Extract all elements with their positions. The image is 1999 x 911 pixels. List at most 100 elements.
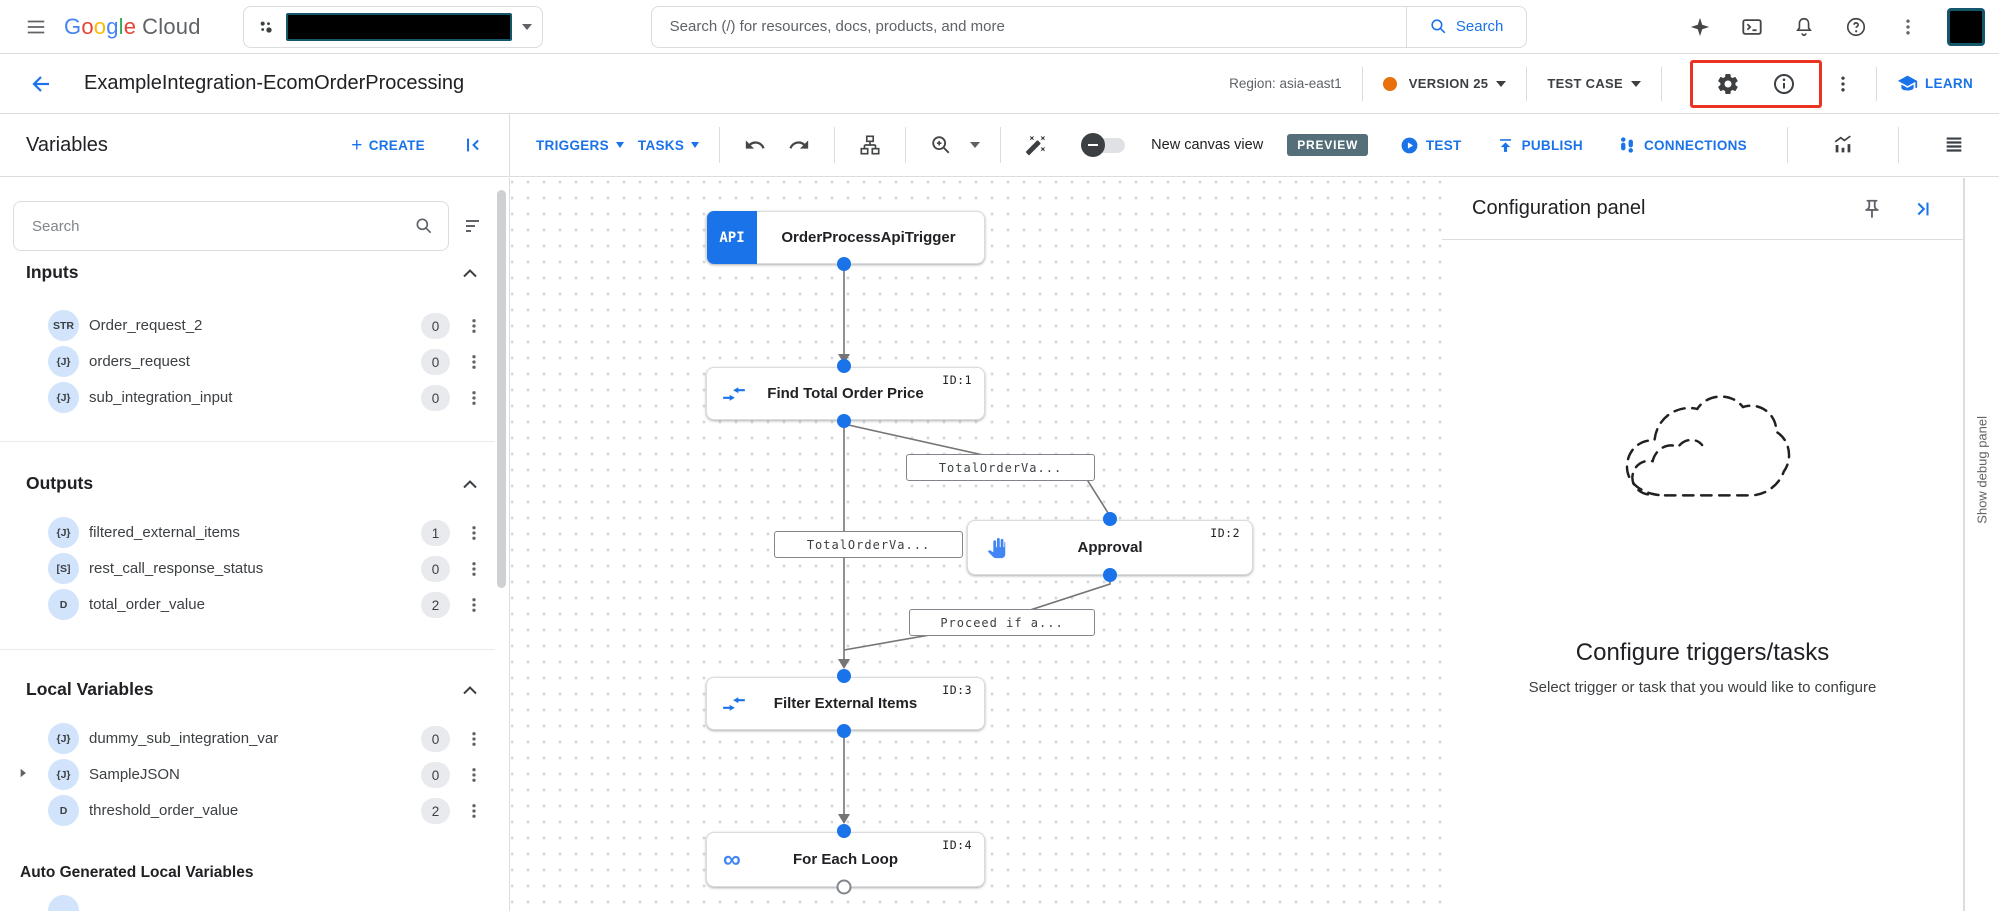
type-badge: {J}	[48, 382, 79, 413]
triggers-dropdown[interactable]: TRIGGERS	[536, 138, 624, 153]
node-id-label: ID:2	[1210, 526, 1240, 540]
type-badge: {J}	[48, 723, 79, 754]
chevron-down-icon[interactable]	[970, 142, 981, 148]
info-button[interactable]	[1771, 71, 1797, 97]
test-button[interactable]: TEST	[1400, 136, 1462, 155]
variable-row[interactable]: D threshold_order_value 2	[0, 793, 509, 829]
section-title-local-variables: Local Variables	[26, 679, 154, 699]
tasks-dropdown[interactable]: TASKS	[638, 138, 700, 153]
kebab-icon[interactable]	[461, 349, 487, 375]
zoom-in-icon	[930, 134, 952, 156]
project-grid-icon	[256, 17, 276, 37]
variables-search-input[interactable]	[32, 217, 414, 235]
settings-button[interactable]	[1715, 71, 1741, 97]
edge-label[interactable]: TotalOrderVa...	[906, 454, 1095, 481]
undo-button[interactable]	[740, 130, 770, 160]
node-filter-external-items[interactable]: ID:3 Filter External Items	[706, 677, 985, 730]
pin-panel-button[interactable]	[1859, 196, 1885, 222]
create-variable-button[interactable]: + CREATE	[351, 136, 425, 155]
menu-button[interactable]	[16, 7, 56, 47]
chevron-up-icon[interactable]	[458, 473, 482, 497]
type-badge: D	[48, 795, 79, 826]
connections-button[interactable]: CONNECTIONS	[1617, 135, 1747, 155]
kebab-icon[interactable]	[461, 592, 487, 618]
avatar[interactable]	[1947, 7, 1985, 46]
learn-button[interactable]: LEARN	[1897, 73, 1973, 94]
global-search-input[interactable]	[651, 18, 1406, 35]
variable-row[interactable]: D total_order_value 2	[0, 587, 509, 623]
execution-log-button[interactable]	[1939, 130, 1969, 160]
type-badge: {J}	[48, 517, 79, 548]
kebab-icon	[1833, 74, 1853, 94]
version-dropdown[interactable]: VERSION 25	[1409, 76, 1507, 91]
debug-panel-strip[interactable]: Show debug panel	[1964, 178, 1999, 911]
search-button-label: Search	[1455, 18, 1504, 35]
zoom-button[interactable]	[926, 130, 956, 160]
test-case-dropdown[interactable]: TEST CASE	[1547, 76, 1641, 91]
kebab-icon[interactable]	[461, 385, 487, 411]
integration-canvas[interactable]: TotalOrderVa... TotalOrderVa... Proceed …	[511, 178, 1442, 911]
kebab-icon[interactable]	[461, 520, 487, 546]
toggle-knob-minus-icon	[1081, 133, 1106, 157]
type-badge: STR	[48, 310, 79, 341]
terminal-icon	[1741, 16, 1763, 38]
edge-label[interactable]: TotalOrderVa...	[774, 531, 963, 558]
node-order-process-api-trigger[interactable]: API OrderProcessApiTrigger	[706, 211, 985, 264]
search-icon	[414, 216, 434, 236]
connector-dot	[837, 824, 851, 838]
region-label: Region: asia-east1	[1229, 76, 1342, 91]
variable-row[interactable]: {J} dummy_sub_integration_var 0	[0, 721, 509, 757]
new-canvas-toggle[interactable]	[1081, 132, 1127, 158]
section-title-outputs: Outputs	[26, 473, 94, 493]
kebab-icon[interactable]	[461, 313, 487, 339]
variable-row[interactable]: {J} sub_integration_input 0	[0, 380, 509, 416]
kebab-icon[interactable]	[461, 726, 487, 752]
help-button[interactable]	[1843, 14, 1869, 40]
sidebar-scrollbar[interactable]	[497, 190, 506, 588]
variable-row[interactable]: {J} SampleJSON 0	[0, 757, 509, 793]
node-approval[interactable]: ID:2 Approval	[967, 520, 1253, 575]
collapse-panel-button[interactable]	[463, 134, 485, 156]
empty-state-title: Configure triggers/tasks	[1575, 639, 1830, 666]
chevron-up-icon[interactable]	[458, 262, 482, 286]
project-selector[interactable]	[242, 5, 543, 48]
variable-row[interactable]: {J} orders_request 0	[0, 344, 509, 380]
global-search-button[interactable]: Search	[1405, 6, 1526, 47]
magic-edit-button[interactable]	[1021, 130, 1051, 160]
chevron-up-icon[interactable]	[458, 679, 482, 703]
data-mapping-icon	[721, 691, 747, 717]
variable-row[interactable]: STR Order_request_2 0	[0, 308, 509, 344]
connector-dot	[837, 414, 851, 428]
preview-badge: PREVIEW	[1287, 134, 1369, 156]
chevron-down-icon	[1496, 80, 1507, 87]
kebab-icon[interactable]	[461, 556, 487, 582]
undo-icon	[744, 134, 766, 156]
test-label: TEST	[1425, 137, 1462, 153]
variable-row[interactable]: {J} filtered_external_items 1	[0, 515, 509, 551]
plus-icon: +	[351, 134, 363, 156]
publish-button[interactable]: PUBLISH	[1496, 136, 1583, 155]
gemini-button[interactable]	[1687, 14, 1713, 40]
back-button[interactable]	[26, 69, 56, 99]
more-options-button[interactable]	[1895, 14, 1921, 40]
node-id-label: ID:4	[942, 838, 972, 852]
edge-label[interactable]: Proceed if a...	[909, 609, 1095, 636]
variable-name: sub_integration_input	[89, 389, 233, 406]
variable-row[interactable]: [S] rest_call_response_status 0	[0, 551, 509, 587]
sort-icon[interactable]	[462, 214, 486, 238]
triggers-label: TRIGGERS	[536, 137, 609, 153]
auto-layout-button[interactable]	[855, 130, 885, 160]
show-debug-panel-label[interactable]: Show debug panel	[1974, 416, 1990, 524]
cloud-shell-button[interactable]	[1739, 14, 1765, 40]
redo-button[interactable]	[784, 130, 814, 160]
analytics-button[interactable]	[1828, 130, 1858, 160]
usage-count: 0	[421, 762, 450, 788]
header-more-button[interactable]	[1830, 71, 1856, 97]
kebab-icon[interactable]	[461, 762, 487, 788]
node-find-total-order-price[interactable]: ID:1 Find Total Order Price	[706, 367, 985, 420]
expand-arrow-icon[interactable]	[16, 764, 30, 782]
collapse-config-panel-button[interactable]	[1909, 196, 1935, 222]
variables-panel-header: Variables + CREATE	[0, 114, 510, 176]
kebab-icon[interactable]	[461, 798, 487, 824]
notifications-button[interactable]	[1791, 14, 1817, 40]
